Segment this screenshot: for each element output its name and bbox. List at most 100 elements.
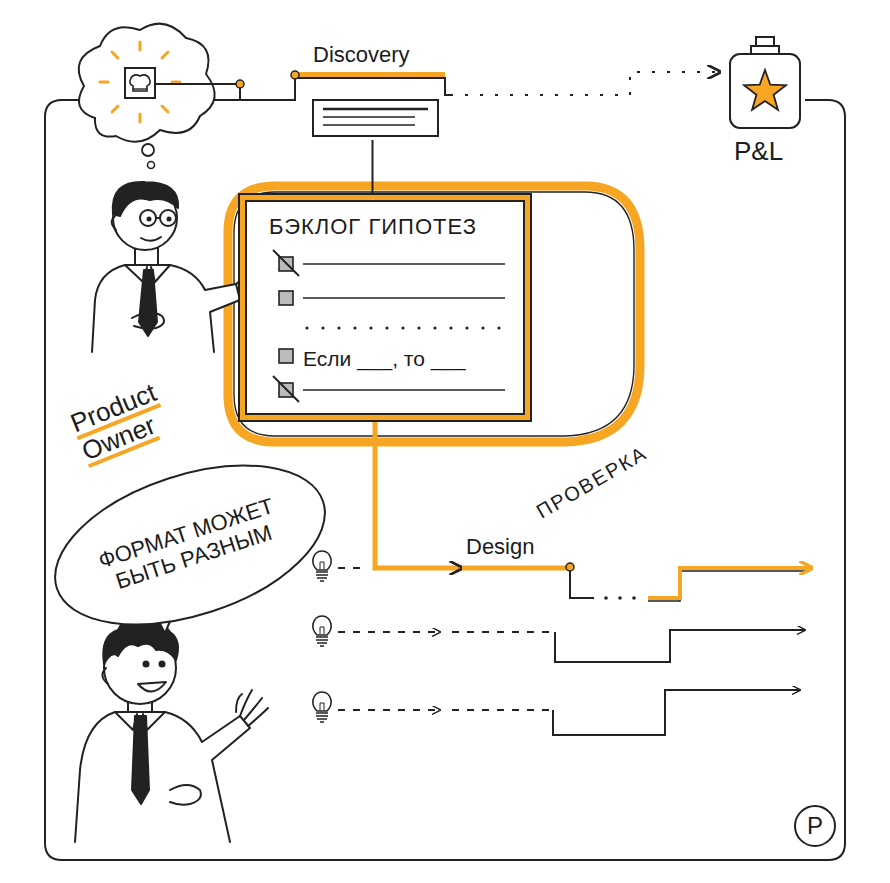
design-stage: Design xyxy=(462,532,570,574)
idea-flows xyxy=(452,631,555,633)
thought-bubble xyxy=(142,144,154,156)
product-owner-figure xyxy=(112,216,116,230)
author-mark: P xyxy=(807,812,823,840)
speech-bubble: ФОРМАТ МОЖЕТ БЫТЬ РАЗНЫМ xyxy=(40,455,340,635)
product-owner-figure xyxy=(92,182,255,352)
pnl-jar-outline xyxy=(744,70,786,110)
pnl-jar-outline xyxy=(751,46,779,54)
second-person-figure xyxy=(132,716,149,804)
thought-bubble xyxy=(148,162,155,169)
hypothesis-backlog-outline xyxy=(417,326,420,329)
timeline-line xyxy=(155,77,295,100)
role-label: Product Owner xyxy=(67,363,210,467)
hypothesis-backlog-outline xyxy=(303,389,505,391)
hypothesis-backlog-outline xyxy=(433,326,436,329)
idea-flows xyxy=(338,568,805,735)
hypothesis-backlog-outline xyxy=(449,326,452,329)
product-owner-figure xyxy=(92,265,240,352)
hypothesis-backlog-outline xyxy=(321,326,324,329)
second-person-figure xyxy=(102,668,108,684)
hypothesis-backlog-outline xyxy=(279,291,293,305)
discovery-stage-outline xyxy=(291,71,299,79)
idea-icon xyxy=(133,88,147,89)
idea-flows xyxy=(452,709,553,711)
pnl-jar: P&L xyxy=(720,35,805,173)
hypothesis-backlog-outline xyxy=(303,297,505,299)
connector xyxy=(375,415,462,568)
node-title: БЭКЛОГ ГИПОТЕЗ xyxy=(269,214,477,239)
product-owner-figure xyxy=(132,312,164,328)
design-flow xyxy=(604,596,608,600)
pnl-jar-outline xyxy=(730,54,800,128)
idea-icon xyxy=(125,68,155,98)
hypothesis-backlog-outline xyxy=(465,326,468,329)
node-title: Design xyxy=(466,534,534,559)
node-text: Если ___, то ___ xyxy=(303,347,466,371)
hypothesis-backlog-outline xyxy=(497,326,500,329)
design-flow xyxy=(570,570,594,598)
product-owner-figure xyxy=(160,210,176,226)
idea-rays xyxy=(100,42,180,122)
second-person-figure xyxy=(144,662,149,667)
hypothesis-backlog-outline xyxy=(385,326,388,329)
node-title: Discovery xyxy=(313,42,410,67)
idea-bulbs xyxy=(313,616,331,646)
second-person-figure xyxy=(236,690,268,726)
idea-flows xyxy=(338,631,440,633)
discovery-stage-outline xyxy=(323,124,415,125)
design-flow xyxy=(570,568,812,601)
second-person-figure xyxy=(75,620,268,842)
product-owner-figure xyxy=(141,237,161,241)
idea-bulbs xyxy=(313,692,331,722)
second-person-figure xyxy=(138,682,166,692)
speech-bubble-outline xyxy=(35,435,345,655)
product-owner-figure xyxy=(148,218,151,221)
validation-loop xyxy=(228,186,640,442)
hypothesis-backlog-outline xyxy=(481,326,484,329)
validation-loop xyxy=(234,192,634,436)
connector xyxy=(372,140,374,200)
second-person-figure xyxy=(75,712,250,842)
thought-bubble xyxy=(79,24,215,142)
discovery-stage-outline xyxy=(313,100,438,136)
second-person-figure xyxy=(170,785,201,805)
product-owner-figure xyxy=(168,218,171,221)
hypothesis-backlog-outline xyxy=(303,263,505,265)
timeline-line xyxy=(155,77,295,100)
design-flow xyxy=(632,596,636,600)
idea-flows xyxy=(555,630,805,662)
idea-bulbs xyxy=(313,551,331,722)
discovery-stage: Discovery xyxy=(295,40,450,140)
idea-icon xyxy=(130,75,150,91)
product-owner-figure xyxy=(156,217,160,219)
node-title: P&L xyxy=(734,137,783,167)
hypothesis-backlog-outline xyxy=(353,326,356,329)
discovery-stage-outline xyxy=(295,78,450,95)
design-stage-outline xyxy=(566,563,574,571)
idea-flows xyxy=(553,690,800,735)
connector xyxy=(450,72,720,95)
hypothesis-backlog-outline xyxy=(369,326,372,329)
design-stage-outline xyxy=(462,566,568,571)
hypothesis-backlog-outline xyxy=(337,326,340,329)
hypothesis-backlog-outline xyxy=(401,326,404,329)
design-flow xyxy=(648,568,812,598)
signature-circle xyxy=(795,806,835,846)
hypothesis-backlog-outline xyxy=(279,349,293,363)
idea-bulbs xyxy=(313,551,331,581)
validation-loop xyxy=(228,186,640,442)
pnl-jar-outline xyxy=(756,37,774,46)
hypothesis-backlog-outline xyxy=(273,376,299,402)
timeline-line xyxy=(236,80,244,88)
idea-icon xyxy=(125,68,155,98)
second-person-figure xyxy=(160,662,165,667)
idea-flows xyxy=(338,709,440,711)
hypothesis-backlog-outline xyxy=(273,250,299,276)
idea-flows xyxy=(338,567,366,569)
product-owner-figure xyxy=(139,270,157,336)
discovery-stage-outline xyxy=(323,116,415,117)
hypothesis-backlog-outline xyxy=(305,326,308,329)
signature-circle xyxy=(795,806,835,846)
discovery-stage-outline xyxy=(323,108,428,111)
